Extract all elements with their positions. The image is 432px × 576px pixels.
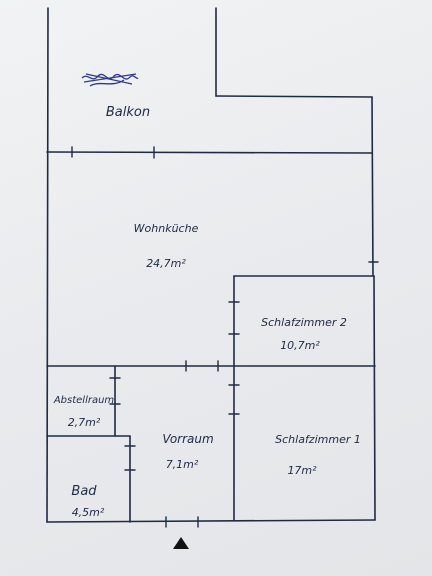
balkon-kitchen-wall [46,151,373,154]
room-area-vorraum: 7,1m² [166,458,199,471]
room-area-schlafzimmer2: 10,7m² [280,339,320,352]
right-lower-wall [373,275,376,521]
room-name-vorraum: Vorraum [162,432,213,446]
room-area-abstellraum: 2,7m² [68,416,101,429]
bottom-exterior-wall [46,519,376,523]
entrance-arrow-icon [173,537,189,549]
room-name-schlafzimmer2: Schlafzimmer 2 [261,316,347,329]
balcony-top-wall [215,95,373,98]
room-area-schlafzimmer1: 17m² [287,464,317,477]
right-upper-wall [371,96,374,277]
room-area-wohnkueche: 24,7m² [146,257,186,270]
door-marks [71,146,379,528]
room-name-wohnkueche: Wohnküche [134,222,199,235]
crossed-out-scribble-icon [81,73,139,87]
room-name-balkon: Balkon [106,105,150,120]
room-name-abstellraum: Abstellraum [53,395,115,406]
walls [46,7,376,523]
room-name-bad: Bad [71,484,97,499]
room-area-bad: 4,5m² [72,506,105,519]
left-exterior-wall [46,7,49,523]
room-name-schlafzimmer1: Schlafzimmer 1 [275,433,361,446]
